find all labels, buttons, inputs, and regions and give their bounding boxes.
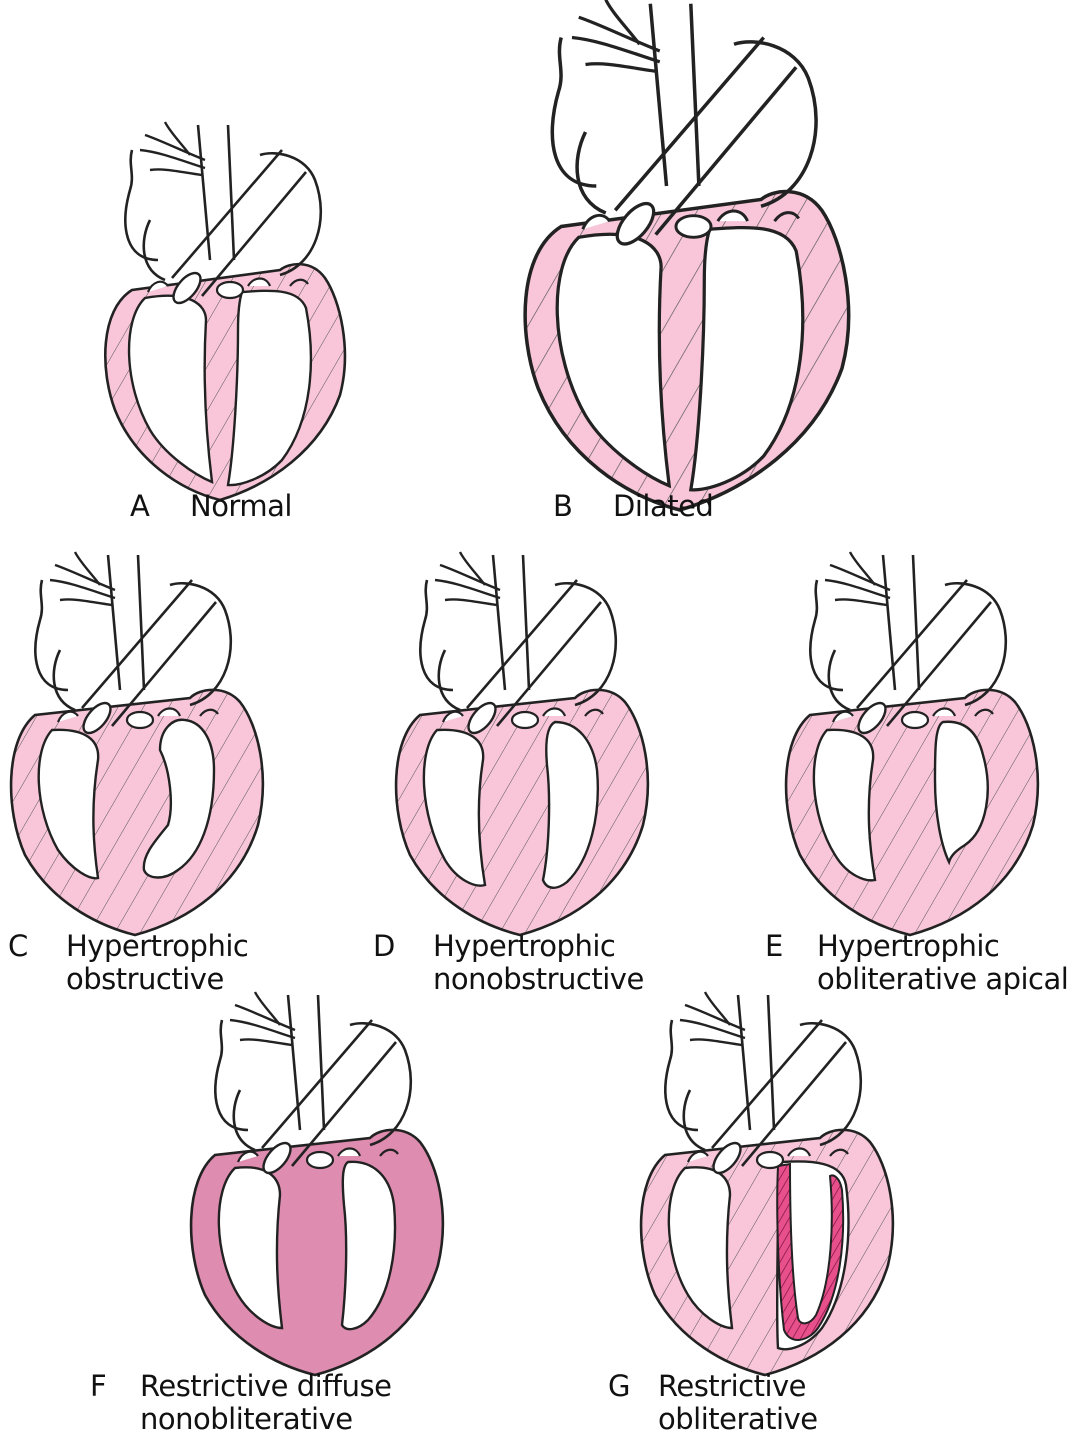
caption-C: C Hypertrophic obstructive <box>8 929 249 996</box>
heart-restrictive-obliterative <box>639 990 895 1377</box>
caption-text-2: obliterative <box>658 1402 818 1436</box>
caption-text-2: obstructive <box>66 962 224 996</box>
caption-D: D Hypertrophic nonobstructive <box>373 930 644 996</box>
right-ventricle-cavity <box>37 728 100 880</box>
caption-letter: F <box>90 1369 107 1403</box>
heart-normal <box>103 120 347 502</box>
caption-text: Dilated <box>613 489 714 523</box>
caption-text: Hypertrophic <box>433 929 616 963</box>
left-ventricle-cavity <box>933 720 989 866</box>
caption-A: A Normal <box>130 490 292 523</box>
caption-text: Restrictive <box>658 1369 807 1403</box>
caption-letter: C <box>8 929 28 963</box>
caption-letter: E <box>765 929 783 963</box>
right-ventricle-cavity <box>812 728 877 882</box>
caption-B: B Dilated <box>553 489 714 523</box>
caption-letter: A <box>130 489 150 523</box>
caption-text-2: obliterative apical <box>817 962 1069 996</box>
heart-hcm-nonobstructive <box>394 550 650 937</box>
right-ventricle-cavity <box>217 1166 284 1330</box>
heart-hcm-obstructive <box>9 550 265 937</box>
left-ventricle-cavity <box>226 289 313 487</box>
caption-letter: B <box>553 489 573 523</box>
endocardial-fibrosis <box>776 1162 845 1341</box>
heart-restrictive-diffuse <box>189 990 445 1377</box>
left-ventricle-cavity <box>541 720 599 889</box>
caption-text: Hypertrophic <box>66 929 249 963</box>
heart-dilated <box>523 0 851 512</box>
right-ventricle-cavity <box>555 232 672 489</box>
left-ventricle-cavity <box>688 225 805 492</box>
caption-letter: G <box>608 1369 630 1403</box>
right-ventricle-cavity <box>667 1166 734 1330</box>
left-ventricle-cavity <box>340 1160 397 1331</box>
caption-text-2: nonobstructive <box>433 962 644 996</box>
caption-G: G Restrictive obliterative <box>608 1370 818 1436</box>
caption-text-2: nonobliterative <box>140 1402 353 1436</box>
right-ventricle-cavity <box>127 294 214 484</box>
caption-letter: D <box>373 929 395 963</box>
heart-hcm-apical <box>784 550 1040 937</box>
caption-text: Restrictive diffuse <box>140 1369 392 1403</box>
caption-F: F Restrictive diffuse nonobliterative <box>90 1369 392 1436</box>
left-ventricle-cavity <box>142 718 216 879</box>
right-ventricle-cavity <box>422 728 487 887</box>
caption-text: Normal <box>190 489 292 523</box>
caption-E: E Hypertrophic obliterative apical <box>765 929 1069 996</box>
caption-text: Hypertrophic <box>817 929 1000 963</box>
